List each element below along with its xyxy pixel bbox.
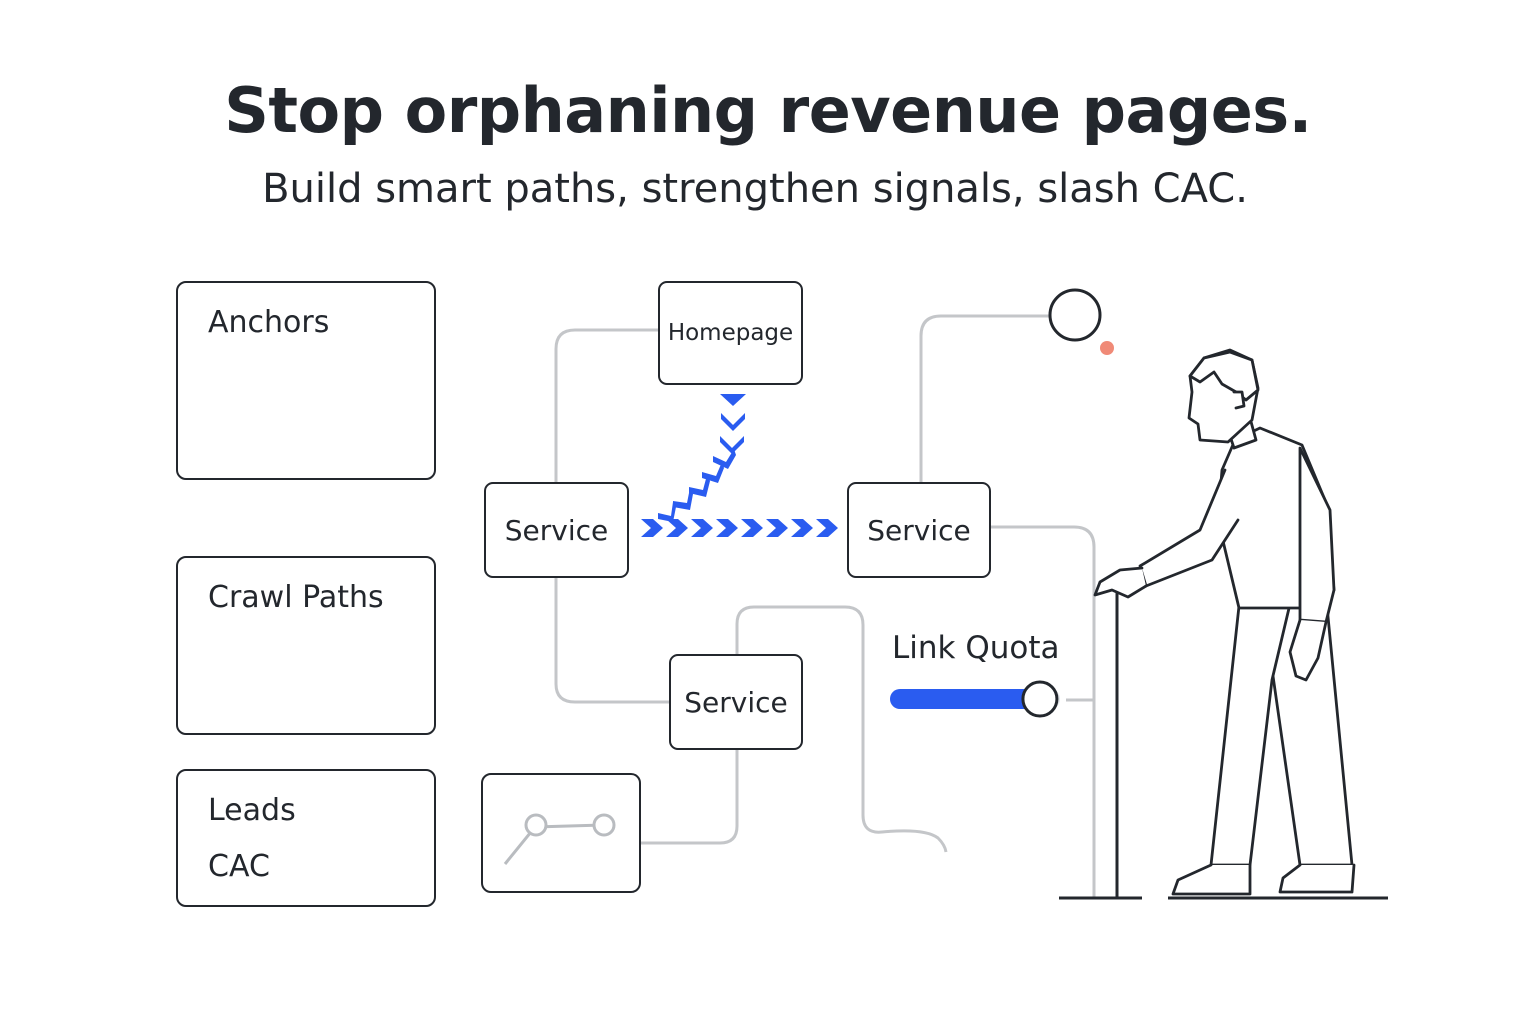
service-node-bottom[interactable]: Service xyxy=(669,654,803,750)
chevron-arrow-icon xyxy=(658,394,746,522)
metrics-card[interactable] xyxy=(176,769,436,907)
mini-line-chart xyxy=(503,813,616,865)
page-subtitle: Build smart paths, strengthen signals, s… xyxy=(262,166,1248,212)
crawl-paths-card[interactable]: Crawl Paths xyxy=(176,556,436,735)
chevron-arrow-row xyxy=(641,519,838,537)
person-illustration xyxy=(1093,348,1356,896)
leads-label: Leads xyxy=(208,793,296,828)
connector-service-bottom-wiggle xyxy=(735,605,948,853)
page-title: Stop orphaning revenue pages. xyxy=(224,74,1312,147)
anchors-card[interactable]: Anchors xyxy=(176,281,436,480)
service-node-left[interactable]: Service xyxy=(484,482,629,578)
connector-homepage-service-left xyxy=(554,328,658,482)
mini-chart-card[interactable] xyxy=(481,773,641,893)
link-quota-label: Link Quota xyxy=(892,630,1060,666)
connector-service-right-circle xyxy=(919,314,1050,482)
cac-label: CAC xyxy=(208,849,270,884)
connector-service-left-service-bottom xyxy=(554,578,669,704)
homepage-node[interactable]: Homepage xyxy=(658,281,803,385)
anchors-card-title: Anchors xyxy=(208,305,330,340)
alert-dot-icon xyxy=(1100,341,1114,355)
status-circle-icon xyxy=(1048,288,1102,342)
service-node-right[interactable]: Service xyxy=(847,482,991,578)
crawl-paths-card-title: Crawl Paths xyxy=(208,580,384,615)
connector-service-right-pole xyxy=(991,525,1096,897)
connector-mini-chart-service-bottom xyxy=(641,749,739,845)
